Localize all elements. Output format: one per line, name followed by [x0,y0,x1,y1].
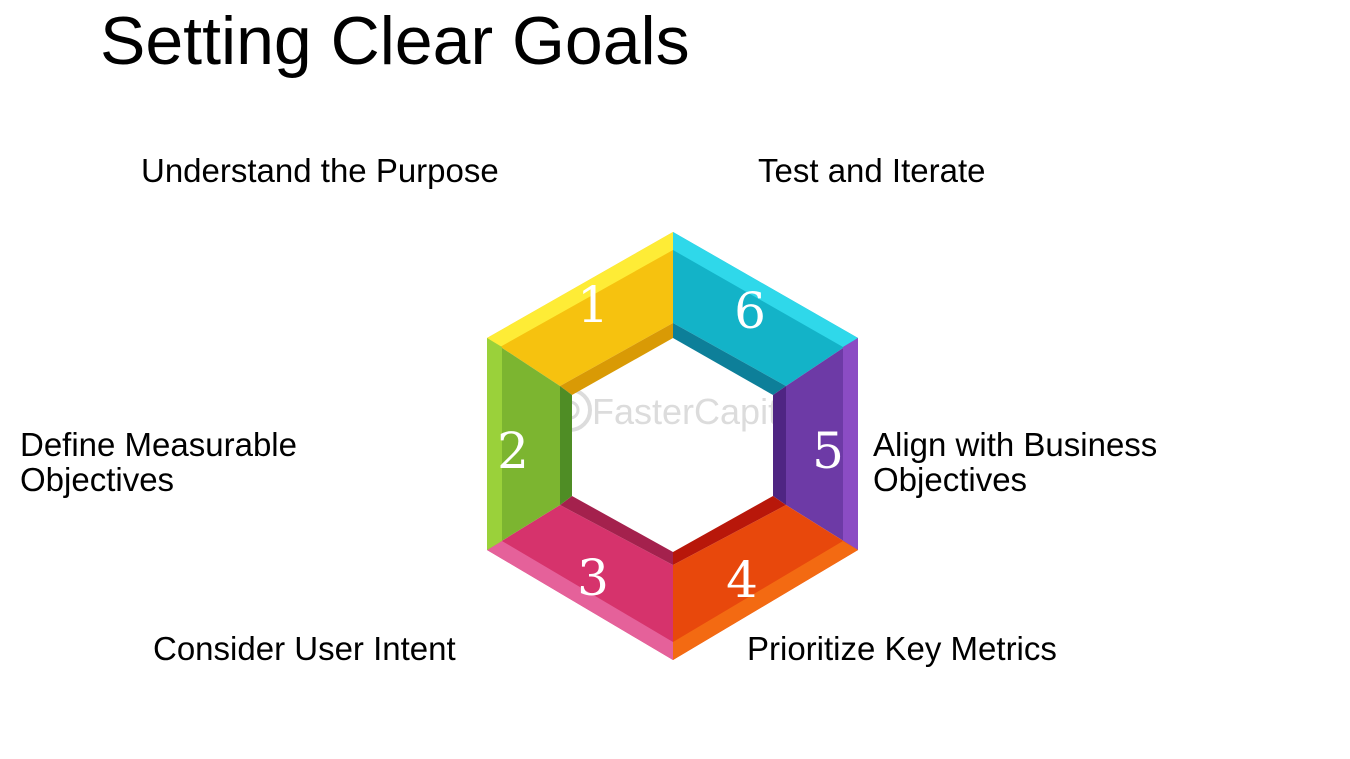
step-2-label: Define Measurable Objectives [20,427,297,497]
step-5-label: Align with Business Objectives [873,427,1157,497]
step-5-number: 5 [812,422,844,480]
segment-3: 3 [487,496,673,660]
step-4-label: Prioritize Key Metrics [747,630,1057,667]
step-5-label-line-1: Align with Business [873,426,1158,463]
segment-4: 4 [673,496,858,660]
step-3-label: Consider User Intent [153,630,456,667]
segment-5: 5 [773,338,858,550]
step-2-label-line-2: Objectives [20,461,175,498]
segment-6: 6 [673,232,858,395]
page-title: Setting Clear Goals [100,3,690,79]
step-4-number: 4 [726,551,758,609]
step-5-label-line-2: Objectives [873,461,1028,498]
segment-1: 1 [487,232,673,395]
watermark: FasterCapital [548,388,806,432]
segment-2: 2 [487,338,572,550]
step-1-label: Understand the Purpose [141,152,499,189]
step-2-label-line-1: Define Measurable [20,426,297,463]
step-1-number: 1 [577,276,609,334]
step-3-number: 3 [577,549,609,607]
step-2-number: 2 [497,422,529,480]
watermark-text: FasterCapital [592,391,806,432]
step-6-number: 6 [734,282,766,340]
step-6-label: Test and Iterate [758,152,986,189]
